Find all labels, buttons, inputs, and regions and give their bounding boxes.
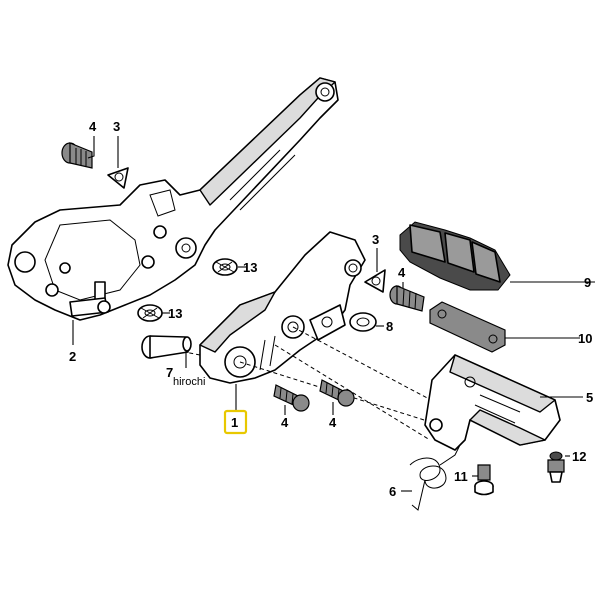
- callout-9: 9: [584, 275, 591, 290]
- leader-lines: [72, 136, 595, 492]
- callout-12: 12: [572, 449, 586, 464]
- grease-nipple: [547, 451, 565, 483]
- callout-6: 6: [389, 484, 396, 499]
- callout-11: 11: [454, 469, 468, 484]
- washer-8: [349, 312, 377, 332]
- washer-13-upper: [212, 258, 238, 276]
- footpeg-rubber: [399, 221, 511, 291]
- watermark: hirochi: [173, 376, 205, 388]
- callouts: 4 3 13 13 2 7 1 4 4 3 4 8 9 10 5 6 11 12: [69, 119, 593, 499]
- bolt-right-upper: [389, 285, 425, 312]
- callout-1: 1: [231, 415, 238, 430]
- bolt-lower-right: [319, 379, 355, 407]
- callout-3: 3: [372, 232, 379, 247]
- callout-4: 4: [398, 265, 406, 280]
- callout-3: 3: [113, 119, 120, 134]
- footpeg-holder: [424, 354, 561, 451]
- stop-screw: [474, 464, 494, 496]
- left-footrest-bracket: [7, 77, 339, 321]
- callout-5: 5: [586, 390, 593, 405]
- callout-8: 8: [386, 319, 393, 334]
- pivot-pin: [141, 335, 192, 359]
- return-spring: [409, 444, 461, 511]
- bolt-lower-left: [273, 384, 310, 412]
- callout-7: 7: [166, 365, 173, 380]
- clip-nut-right: [364, 269, 386, 293]
- mounting-plate: [429, 301, 506, 353]
- highlight-box: [223, 409, 248, 435]
- callout-13: 13: [243, 260, 257, 275]
- clip-nut-top-left: [107, 167, 129, 189]
- callout-13: 13: [168, 306, 182, 321]
- washer-13-lower: [137, 304, 163, 322]
- main-bracket: [149, 231, 451, 441]
- callout-2: 2: [69, 349, 76, 364]
- callout-4: 4: [89, 119, 97, 134]
- callout-4: 4: [329, 415, 337, 430]
- callout-4: 4: [281, 415, 289, 430]
- callout-10: 10: [578, 331, 592, 346]
- bolt-top-left: [61, 142, 93, 169]
